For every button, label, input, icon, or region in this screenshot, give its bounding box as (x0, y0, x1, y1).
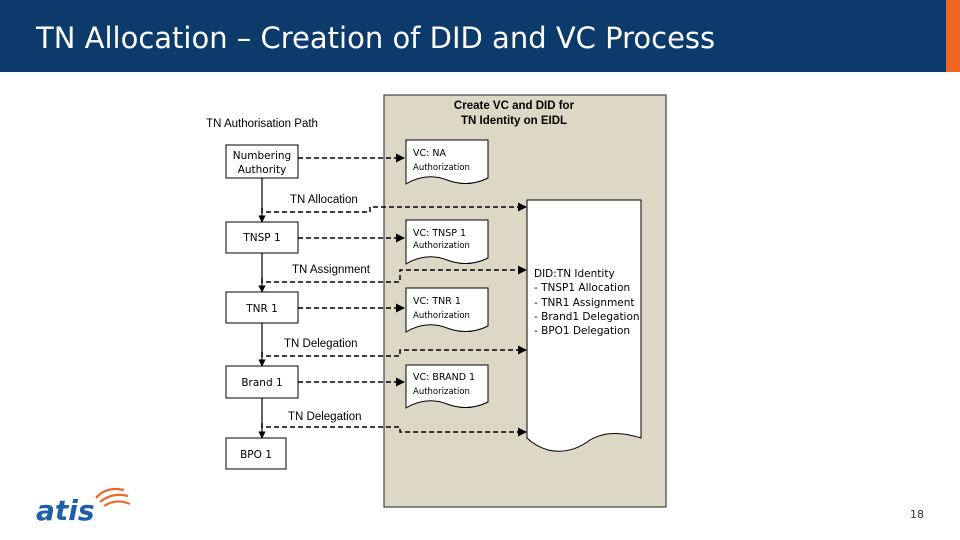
did-line-2: - TNSP1 Allocation (534, 282, 630, 294)
brand1-label: Brand 1 (241, 377, 282, 389)
vc-tnsp1-title: VC: TNSP 1 (413, 228, 466, 239)
slide-title: TN Allocation – Creation of DID and VC P… (36, 21, 716, 55)
path-label: TN Authorisation Path (206, 118, 318, 130)
page-number: 18 (910, 508, 924, 521)
logo-swirl-icon (95, 487, 131, 507)
vc-tnr1-document (405, 287, 489, 333)
header-accent-bar (946, 0, 960, 72)
bpo1-label: BPO 1 (240, 449, 272, 461)
title-bar: TN Allocation – Creation of DID and VC P… (0, 0, 946, 72)
did-line-1: DID:TN Identity (534, 268, 615, 280)
numbering-authority-box (225, 144, 299, 179)
vc-brand1-document (405, 364, 489, 409)
vc-na-document (405, 139, 489, 185)
panel-title-line2: TN Identity on EIDL (461, 115, 567, 127)
step-tn-delegation-2: TN Delegation (288, 411, 362, 423)
vc-brand1-sub: Authorization (413, 387, 470, 397)
atis-logo: atis (36, 487, 131, 526)
step-tn-delegation-1: TN Delegation (284, 338, 358, 350)
step-tn-allocation: TN Allocation (290, 194, 358, 206)
tnr1-label: TNR 1 (245, 303, 278, 315)
panel-title-line1: Create VC and DID for (454, 100, 575, 112)
did-connectors (261, 202, 527, 437)
logo-text: atis (36, 494, 95, 526)
tnr1-box (225, 291, 299, 324)
vc-na-sub: Authorization (413, 163, 470, 173)
vc-tnsp1-document (405, 219, 489, 265)
vc-tnr1-title: VC: TNR 1 (413, 296, 461, 307)
step-tn-assignment: TN Assignment (292, 264, 371, 276)
tnsp1-label: TNSP 1 (242, 232, 280, 244)
vc-tnr1-sub: Authorization (413, 311, 470, 321)
did-line-4: - Brand1 Delegation (534, 311, 640, 323)
bpo1-box (225, 437, 287, 470)
numbering-authority-label-1: Numbering (233, 150, 291, 162)
did-document (526, 199, 642, 452)
tnsp1-box (225, 221, 299, 254)
numbering-authority-label-2: Authority (238, 164, 287, 176)
vc-na-title: VC: NA (413, 148, 446, 159)
vc-brand1-title: VC: BRAND 1 (413, 372, 475, 383)
vc-connectors (298, 153, 405, 387)
did-line-3: - TNR1 Assignment (534, 297, 635, 309)
did-line-5: - BPO1 Delegation (534, 325, 630, 337)
vc-tnsp1-sub: Authorization (413, 241, 470, 251)
